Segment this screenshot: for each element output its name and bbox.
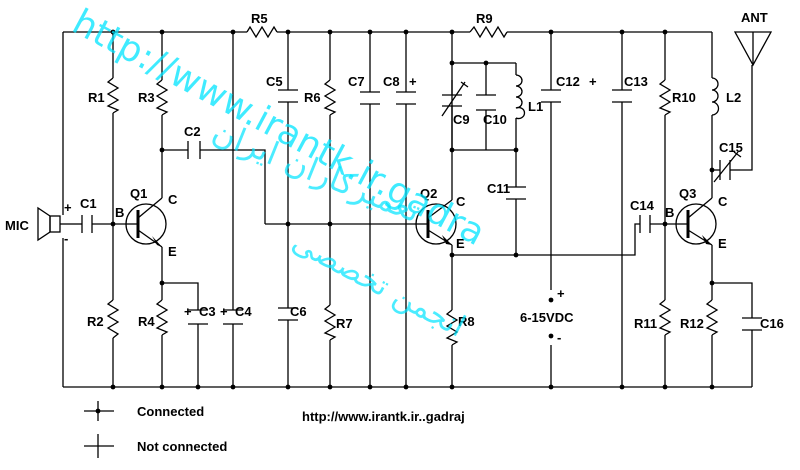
label-r2: R2	[87, 314, 104, 329]
transistor-q3	[675, 197, 717, 246]
resistor-r4	[155, 299, 169, 336]
label-c6: C6	[290, 304, 307, 319]
resistor-r10	[658, 79, 672, 116]
label-r5: R5	[251, 11, 268, 26]
pin-q2-c: C	[456, 194, 466, 209]
label-c1: C1	[80, 196, 97, 211]
resistors	[106, 25, 719, 346]
resistor-r6	[323, 79, 337, 116]
label-r6: R6	[304, 90, 321, 105]
microphone-icon	[37, 206, 73, 242]
label-c7: C7	[348, 74, 365, 89]
label-r1: R1	[88, 90, 105, 105]
pin-q1-c: C	[168, 192, 178, 207]
pin-q3-c: C	[718, 194, 728, 209]
resistor-r12	[705, 299, 719, 336]
transistor-q2	[414, 199, 457, 246]
label-mic: MIC	[5, 218, 29, 233]
label-r7: R7	[336, 316, 353, 331]
resistor-r1	[106, 77, 120, 114]
label-c12: C12	[556, 74, 580, 89]
supply-minus: -	[557, 330, 561, 345]
label-c13: C13	[624, 74, 648, 89]
resistor-r2	[106, 299, 120, 339]
label-c9: C9	[453, 112, 470, 127]
label-q1: Q1	[130, 186, 147, 201]
polarity-c8: +	[409, 74, 417, 89]
label-q3: Q3	[679, 186, 696, 201]
resistor-r11	[658, 299, 672, 336]
junction-dots	[110, 29, 715, 390]
watermark: http://www.irantk.ir.gadra تعمیرکاران ای…	[66, 2, 492, 345]
label-c14: C14	[630, 198, 655, 213]
label-c3: C3	[199, 304, 216, 319]
inductors	[515, 74, 720, 120]
label-r3: R3	[138, 90, 155, 105]
label-r11: R11	[634, 316, 657, 331]
inductor-l2	[711, 77, 720, 116]
polarity-c3: +	[184, 304, 192, 319]
pin-q1-b: B	[115, 205, 124, 220]
label-supply: 6-15VDC	[520, 310, 574, 325]
resistor-r9	[469, 25, 508, 39]
resistor-r3	[155, 79, 169, 116]
pin-q1-e: E	[168, 244, 177, 259]
label-r4: R4	[138, 314, 155, 329]
pin-q3-b: B	[665, 205, 674, 220]
legend-not-connected: Not connected	[137, 439, 227, 454]
polarity-mic-minus: -	[64, 231, 68, 246]
capacitors	[81, 81, 762, 331]
transistor-q1	[125, 197, 167, 248]
resistor-r5	[246, 25, 278, 39]
legend: Connected Not connected	[84, 401, 227, 458]
label-c16: C16	[760, 316, 784, 331]
resistor-r7	[323, 304, 337, 341]
supply-terminals	[548, 297, 554, 339]
polarity-mic-plus: +	[64, 200, 72, 215]
footer-url: http://www.irantk.ir..gadraj	[302, 409, 465, 424]
resistor-r8	[445, 309, 459, 346]
polarity-c4: +	[220, 304, 228, 319]
pin-q2-e: E	[456, 236, 465, 251]
label-l1: L1	[528, 99, 543, 114]
pin-q3-e: E	[718, 236, 727, 251]
antenna-icon	[733, 31, 773, 67]
label-c10: C10	[483, 112, 507, 127]
polarity-c12: +	[589, 74, 597, 89]
label-antenna: ANT	[741, 10, 768, 25]
label-c15: C15	[719, 140, 743, 155]
label-r10: R10	[672, 90, 696, 105]
label-r12: R12	[680, 316, 704, 331]
wires	[62, 31, 753, 388]
label-c4: C4	[235, 304, 252, 319]
label-r9: R9	[476, 11, 493, 26]
legend-connected: Connected	[137, 404, 204, 419]
label-c5: C5	[266, 74, 283, 89]
inductor-l1	[515, 74, 526, 120]
label-r8: R8	[458, 314, 475, 329]
label-c11: C11	[487, 181, 510, 196]
label-q2: Q2	[420, 186, 437, 201]
watermark-url: http://www.irantk.ir.gadra	[66, 2, 492, 254]
label-c2: C2	[184, 124, 201, 139]
label-l2: L2	[726, 90, 741, 105]
component-labels: R1 R2 R3 R4 R5 R6 R7 R8 R9 R10 R11 R12 C…	[5, 10, 784, 345]
supply-plus: +	[557, 286, 565, 301]
label-c8: C8	[383, 74, 400, 89]
